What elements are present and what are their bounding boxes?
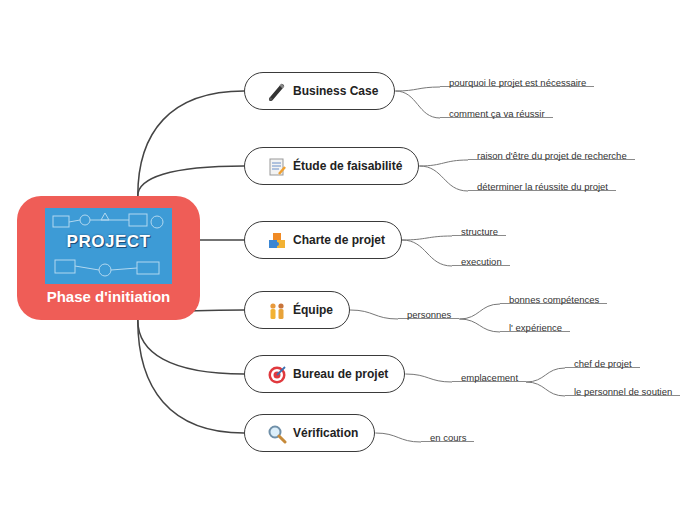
topic-text: Bureau de projet bbox=[293, 367, 388, 381]
topic-text: raison d'être du projet de recherche bbox=[477, 150, 627, 161]
branch-connector bbox=[402, 240, 452, 266]
subtopic-line: pourquoi le projet est nécessaire bbox=[440, 72, 594, 87]
subtopic-line: le personnel de soutien bbox=[565, 381, 680, 396]
branch-connector bbox=[526, 382, 565, 396]
branch-connector bbox=[419, 160, 468, 166]
topic-text: Étude de faisabilité bbox=[293, 159, 402, 173]
topic-text: Équipe bbox=[293, 303, 333, 317]
branch-connector bbox=[138, 91, 244, 196]
topic-text: structure bbox=[461, 226, 498, 237]
topic-text: en cours bbox=[430, 432, 466, 443]
topic-text: le personnel de soutien bbox=[574, 386, 672, 397]
topic-box: Étude de faisabilité bbox=[244, 147, 419, 185]
topic-text: déterminer la réussite du projet bbox=[477, 181, 608, 192]
branch-connector bbox=[395, 91, 440, 118]
topic-text: comment ça va réussir bbox=[449, 108, 545, 119]
branch-connector bbox=[419, 166, 468, 191]
branch-connector bbox=[138, 166, 244, 196]
topic-text: pourquoi le projet est nécessaire bbox=[449, 77, 586, 88]
branch-connector bbox=[395, 87, 440, 91]
root-topic: Phase d'initiation bbox=[17, 196, 200, 320]
topic-box: Vérification bbox=[244, 414, 375, 452]
subtopic-line: raison d'être du projet de recherche bbox=[468, 145, 635, 160]
topic-icon bbox=[267, 157, 287, 177]
topic-text: execution bbox=[461, 256, 502, 267]
illustration-label: PROJECT bbox=[45, 232, 172, 252]
subtopic-line: en cours bbox=[421, 427, 474, 442]
subtopic-line: execution bbox=[452, 251, 510, 266]
subtopic-line: structure bbox=[452, 221, 506, 236]
topic-box: Charte de projet bbox=[244, 221, 402, 259]
topic-text: Charte de projet bbox=[293, 233, 385, 247]
topic-text: Business Case bbox=[293, 84, 378, 98]
branch-connector bbox=[526, 368, 565, 382]
topic-icon bbox=[267, 231, 287, 251]
topic-text: emplacement bbox=[461, 372, 518, 383]
topic-box: Équipe bbox=[244, 291, 350, 329]
root-title: Phase d'initiation bbox=[17, 288, 200, 305]
branch-connector bbox=[350, 310, 398, 319]
subtopic-line: emplacement bbox=[452, 367, 526, 382]
topic-icon bbox=[267, 301, 287, 321]
branch-connector bbox=[402, 236, 452, 240]
subtopic-line: chef de projet bbox=[565, 353, 640, 368]
branch-connector bbox=[459, 319, 500, 332]
subtopic-line: déterminer la réussite du projet bbox=[468, 176, 616, 191]
branch-connector bbox=[138, 320, 244, 433]
subtopic-line: personnes bbox=[398, 304, 459, 319]
topic-text: bonnes compétences bbox=[509, 294, 599, 305]
topic-text: Vérification bbox=[293, 426, 358, 440]
topic-text: chef de projet bbox=[574, 358, 632, 369]
subtopic-line: bonnes compétences bbox=[500, 289, 607, 304]
subtopic-line: comment ça va réussir bbox=[440, 103, 553, 118]
topic-icon bbox=[267, 365, 287, 385]
branch-connector bbox=[375, 433, 421, 442]
topic-icon bbox=[267, 424, 287, 444]
topic-text: personnes bbox=[407, 309, 451, 320]
branch-connector bbox=[459, 304, 500, 319]
topic-box: Business Case bbox=[244, 72, 395, 110]
branch-connector bbox=[138, 320, 244, 374]
topic-text: l' expérience bbox=[509, 322, 562, 333]
topic-box: Bureau de projet bbox=[244, 355, 405, 393]
branch-connector bbox=[405, 374, 452, 382]
subtopic-line: l' expérience bbox=[500, 317, 570, 332]
topic-icon bbox=[267, 82, 287, 102]
branch-connector bbox=[200, 239, 244, 241]
